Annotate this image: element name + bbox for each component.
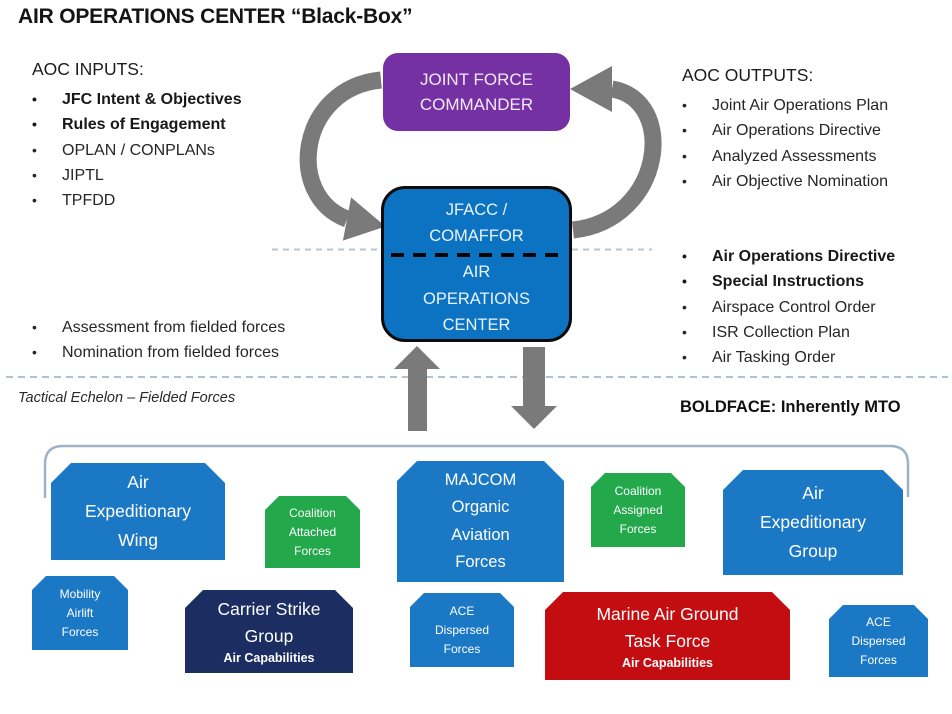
list-item: •Special Instructions: [682, 269, 947, 294]
cycle-arrow-up-icon: [570, 66, 662, 239]
box-label-line: OPERATIONS: [423, 289, 530, 308]
list-item: •Rules of Engagement: [32, 112, 352, 137]
aoc-directives-list: •Air Operations Directive •Special Instr…: [682, 244, 947, 370]
carrier-strike-group-box: Carrier Strike Group Air Capabilities: [185, 590, 353, 673]
fielded-forces-feedback-list: •Assessment from fielded forces •Nominat…: [32, 315, 372, 366]
list-item: •Analyzed Assessments: [682, 144, 947, 169]
aoc-outputs-heading: AOC OUTPUTS:: [682, 65, 814, 85]
list-item: •JFC Intent & Objectives: [32, 87, 352, 112]
bullet-icon: •: [32, 344, 37, 361]
list-item: •Air Operations Directive: [682, 244, 947, 269]
bullet-icon: •: [682, 172, 687, 189]
list-item: •Air Tasking Order: [682, 345, 947, 370]
list-item: •TPFDD: [32, 188, 352, 213]
list-item: •JIPTL: [32, 163, 352, 188]
tactical-echelon-label: Tactical Echelon – Fielded Forces: [18, 390, 236, 406]
aoc-inputs-list: AOC INPUTS: •JFC Intent & Objectives •Ru…: [32, 56, 352, 213]
down-arrow-icon: [511, 347, 557, 429]
box-label-line: JOINT FORCE: [419, 70, 534, 89]
list-item: •ISR Collection Plan: [682, 320, 947, 345]
cycle-arrow-down-icon: [299, 71, 386, 241]
bullet-icon: •: [32, 91, 37, 107]
air-operations-center-section: AIR OPERATIONS CENTER: [384, 259, 569, 339]
list-item: •Nomination from fielded forces: [32, 340, 372, 365]
bullet-icon: •: [682, 323, 687, 340]
bullet-icon: •: [682, 147, 687, 164]
aoc-inputs-heading: AOC INPUTS:: [32, 59, 144, 79]
box-label-line: CENTER: [442, 316, 511, 334]
list-item: •Airspace Control Order: [682, 295, 947, 320]
bullet-icon: •: [682, 97, 687, 113]
bullet-icon: •: [682, 248, 687, 264]
boldface-note: BOLDFACE: Inherently MTO: [680, 398, 901, 416]
bullet-icon: •: [682, 273, 687, 290]
box-label-line: COMAFFOR: [429, 227, 524, 245]
echelon-bracket: [43, 444, 910, 498]
majcom-organic-aviation-forces-box: MAJCOM Organic Aviation Forces: [397, 461, 564, 582]
joint-force-commander-box: JOINT FORCE COMMANDER: [383, 53, 570, 131]
aoc-outputs-list: AOC OUTPUTS: •Joint Air Operations Plan …: [682, 62, 947, 194]
bullet-icon: •: [32, 319, 37, 335]
mobility-airlift-forces-box: Mobility Airlift Forces: [32, 576, 128, 650]
bullet-icon: •: [32, 116, 37, 133]
up-arrow-icon: [394, 346, 440, 431]
box-label-line: AIR: [462, 263, 491, 281]
jfacc-aoc-box: JFACC / COMAFFOR AIR OPERATIONS CENTER: [381, 186, 572, 342]
ace-dispersed-forces-box-center: ACE Dispersed Forces: [410, 593, 514, 667]
air-expeditionary-group-box: Air Expeditionary Group: [723, 470, 903, 575]
marine-air-ground-task-force-box: Marine Air Ground Task Force Air Capabil…: [545, 592, 790, 680]
aoc-dashed-divider: [391, 253, 562, 257]
bullet-icon: •: [682, 349, 687, 366]
bullet-icon: •: [32, 141, 37, 158]
list-item: •OPLAN / CONPLANs: [32, 138, 352, 163]
coalition-attached-forces-box: Coalition Attached Forces: [265, 496, 360, 568]
list-item: •Air Objective Nomination: [682, 169, 947, 194]
bullet-icon: •: [682, 122, 687, 139]
air-expeditionary-wing-box: Air Expeditionary Wing: [51, 463, 225, 560]
list-item: •Air Operations Directive: [682, 118, 947, 143]
jfacc-comaffor-section: JFACC / COMAFFOR: [384, 189, 569, 249]
ace-dispersed-forces-box-right: ACE Dispersed Forces: [829, 605, 928, 677]
bullet-icon: •: [682, 298, 687, 315]
slide-title: AIR OPERATIONS CENTER “Black-Box”: [18, 5, 413, 28]
list-item: •Assessment from fielded forces: [32, 315, 372, 340]
bullet-icon: •: [32, 192, 37, 209]
list-item: •Joint Air Operations Plan: [682, 93, 947, 118]
coalition-assigned-forces-box: Coalition Assigned Forces: [591, 473, 685, 547]
box-label-line: JFACC /: [445, 201, 508, 219]
box-label-line: COMMANDER: [419, 95, 534, 114]
bullet-icon: •: [32, 166, 37, 183]
